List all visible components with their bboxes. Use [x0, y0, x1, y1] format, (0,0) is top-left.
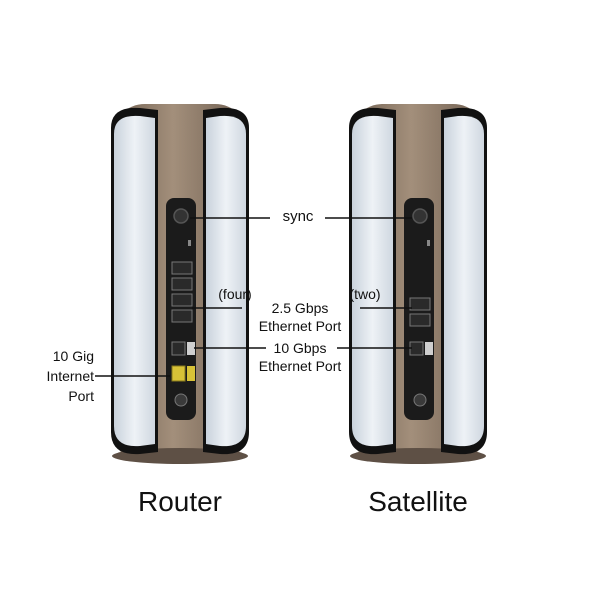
router-sync-button — [173, 208, 189, 224]
four-ports-label: (four) — [218, 286, 252, 302]
internet-label-line3: Port — [68, 388, 94, 404]
gbps25-label-line2: Ethernet Port — [258, 318, 342, 334]
router-title: Router — [137, 486, 223, 517]
gbps10-label-line1: 10 Gbps — [273, 340, 327, 356]
satellite-sync-button — [412, 208, 428, 224]
satellite-body — [349, 104, 487, 464]
gbps25-label-line1: 2.5 Gbps — [271, 300, 329, 316]
internet-label-line2: Internet — [46, 368, 94, 384]
sync-label: sync — [282, 208, 314, 225]
callout-lines — [95, 217, 412, 377]
internet-label-line1: 10 Gig — [52, 348, 94, 364]
satellite-title: Satellite — [368, 486, 468, 517]
gbps10-label-line2: Ethernet Port — [258, 358, 342, 374]
two-ports-label: (two) — [349, 286, 381, 302]
router-body — [111, 104, 249, 464]
